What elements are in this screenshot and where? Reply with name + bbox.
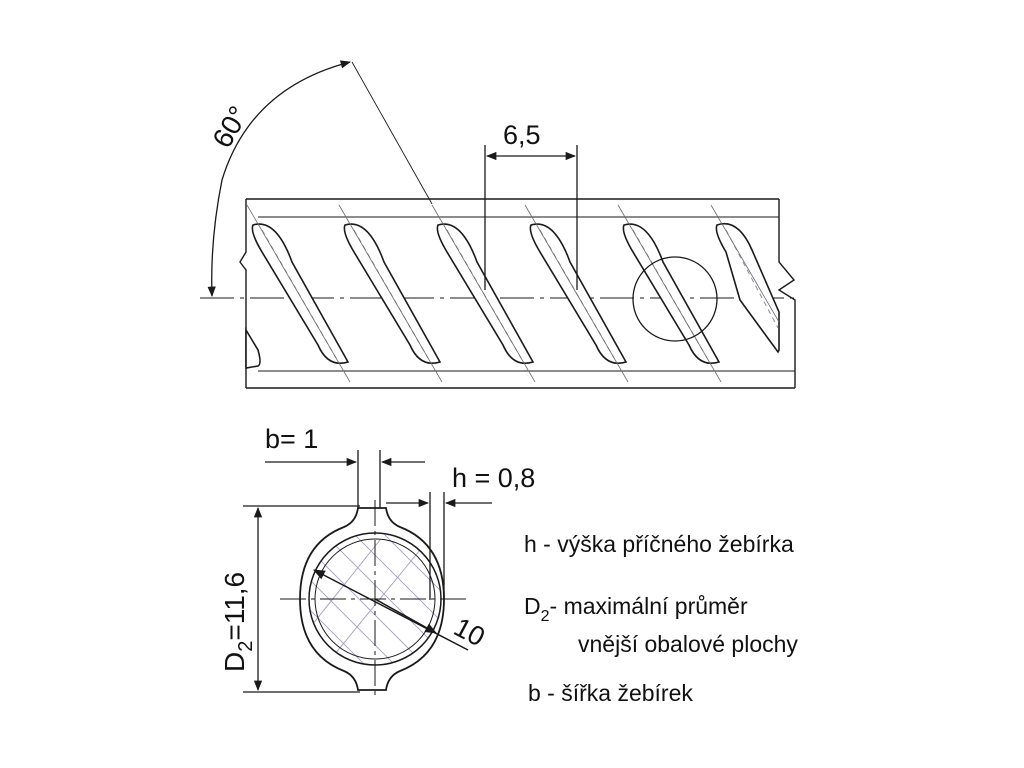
rib-width-label: b= 1 [265,424,318,454]
core-diameter-label: 10 [449,612,490,653]
legend-d2-line2: vnější obalové plochy [578,631,798,657]
pitch-label: 6,5 [503,120,541,150]
ribs [245,223,780,369]
outer-envelope [299,507,445,691]
rib-height-label: h = 0,8 [452,463,535,493]
rib-partial [245,327,261,369]
outer-diameter-dimension [243,505,360,693]
rib [436,223,535,364]
right-break-line [777,199,796,388]
rib [715,223,780,354]
rib [251,223,350,364]
rib-height-dimension [386,492,492,600]
angle-extension-line [351,61,433,205]
legend: h - výška příčného žebírka D2- maximální… [524,531,798,706]
rib-width-dimension [265,450,425,508]
core-diameter-arrow-end [374,598,438,634]
pitch-dimension [484,145,578,290]
rib [343,223,442,364]
outer-diameter-label: D2=11,6 [219,572,257,672]
angle-arc [207,60,352,298]
rib-axis-lines [246,204,780,383]
core-diameter-line [312,569,469,651]
rib [529,223,628,364]
legend-b: b - šířka žebírek [528,680,693,706]
legend-h: h - výška příčného žebírka [524,531,794,557]
cross-section [280,500,470,700]
rib [622,223,721,364]
legend-d2-line1: D2- maximální průměr [524,593,748,625]
left-break-line [239,199,247,388]
angle-label: 60° [206,101,254,153]
angle-dimension [207,60,433,298]
detail-circle [632,256,718,342]
